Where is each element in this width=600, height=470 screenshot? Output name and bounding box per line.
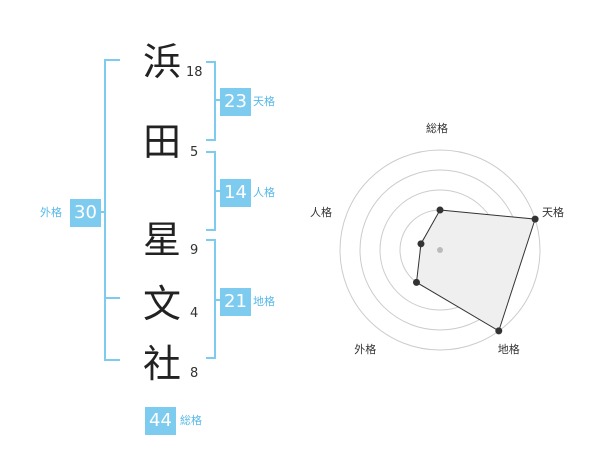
soukaku-value: 44	[145, 407, 176, 435]
radar-axis-label-4: 外格	[354, 342, 377, 356]
soukaku-label: 総格	[180, 414, 202, 427]
name-char-1: 浜	[142, 40, 181, 84]
stroke-count-2: 5	[190, 145, 199, 160]
radar-point-4	[412, 278, 420, 286]
gaikaku-label: 外格	[40, 206, 62, 219]
stroke-count-5: 8	[190, 366, 199, 381]
tenkaku-label: 天格	[253, 95, 275, 108]
radar-center-point	[437, 247, 443, 253]
tenkaku-value: 23	[220, 88, 251, 116]
radar-point-5	[417, 240, 425, 248]
chikaku-label: 地格	[253, 295, 275, 308]
radar-axis-label-5: 人格	[309, 206, 332, 220]
radar-grid-ring	[339, 149, 541, 351]
radar-point-3	[495, 327, 503, 335]
jinkaku-label: 人格	[253, 186, 275, 199]
name-char-5: 社	[142, 342, 181, 386]
radar-axis-label-1: 総格	[426, 122, 448, 135]
name-char-2: 田	[142, 120, 181, 164]
radar-axis-label-2: 天格	[542, 206, 565, 220]
stroke-count-4: 4	[190, 306, 199, 321]
jinkaku-value: 14	[220, 179, 251, 207]
radar-axis-label-3: 地格	[497, 342, 520, 356]
chikaku-value: 21	[220, 288, 251, 316]
stroke-count-3: 9	[190, 243, 199, 258]
gaikaku-value: 30	[70, 199, 101, 227]
name-char-3: 星	[142, 218, 181, 262]
radar-point-1	[436, 206, 444, 214]
stroke-count-1: 18	[186, 65, 203, 80]
radar-point-2	[531, 215, 539, 223]
radar-series-area	[415, 209, 536, 332]
name-char-4: 文	[142, 282, 181, 326]
